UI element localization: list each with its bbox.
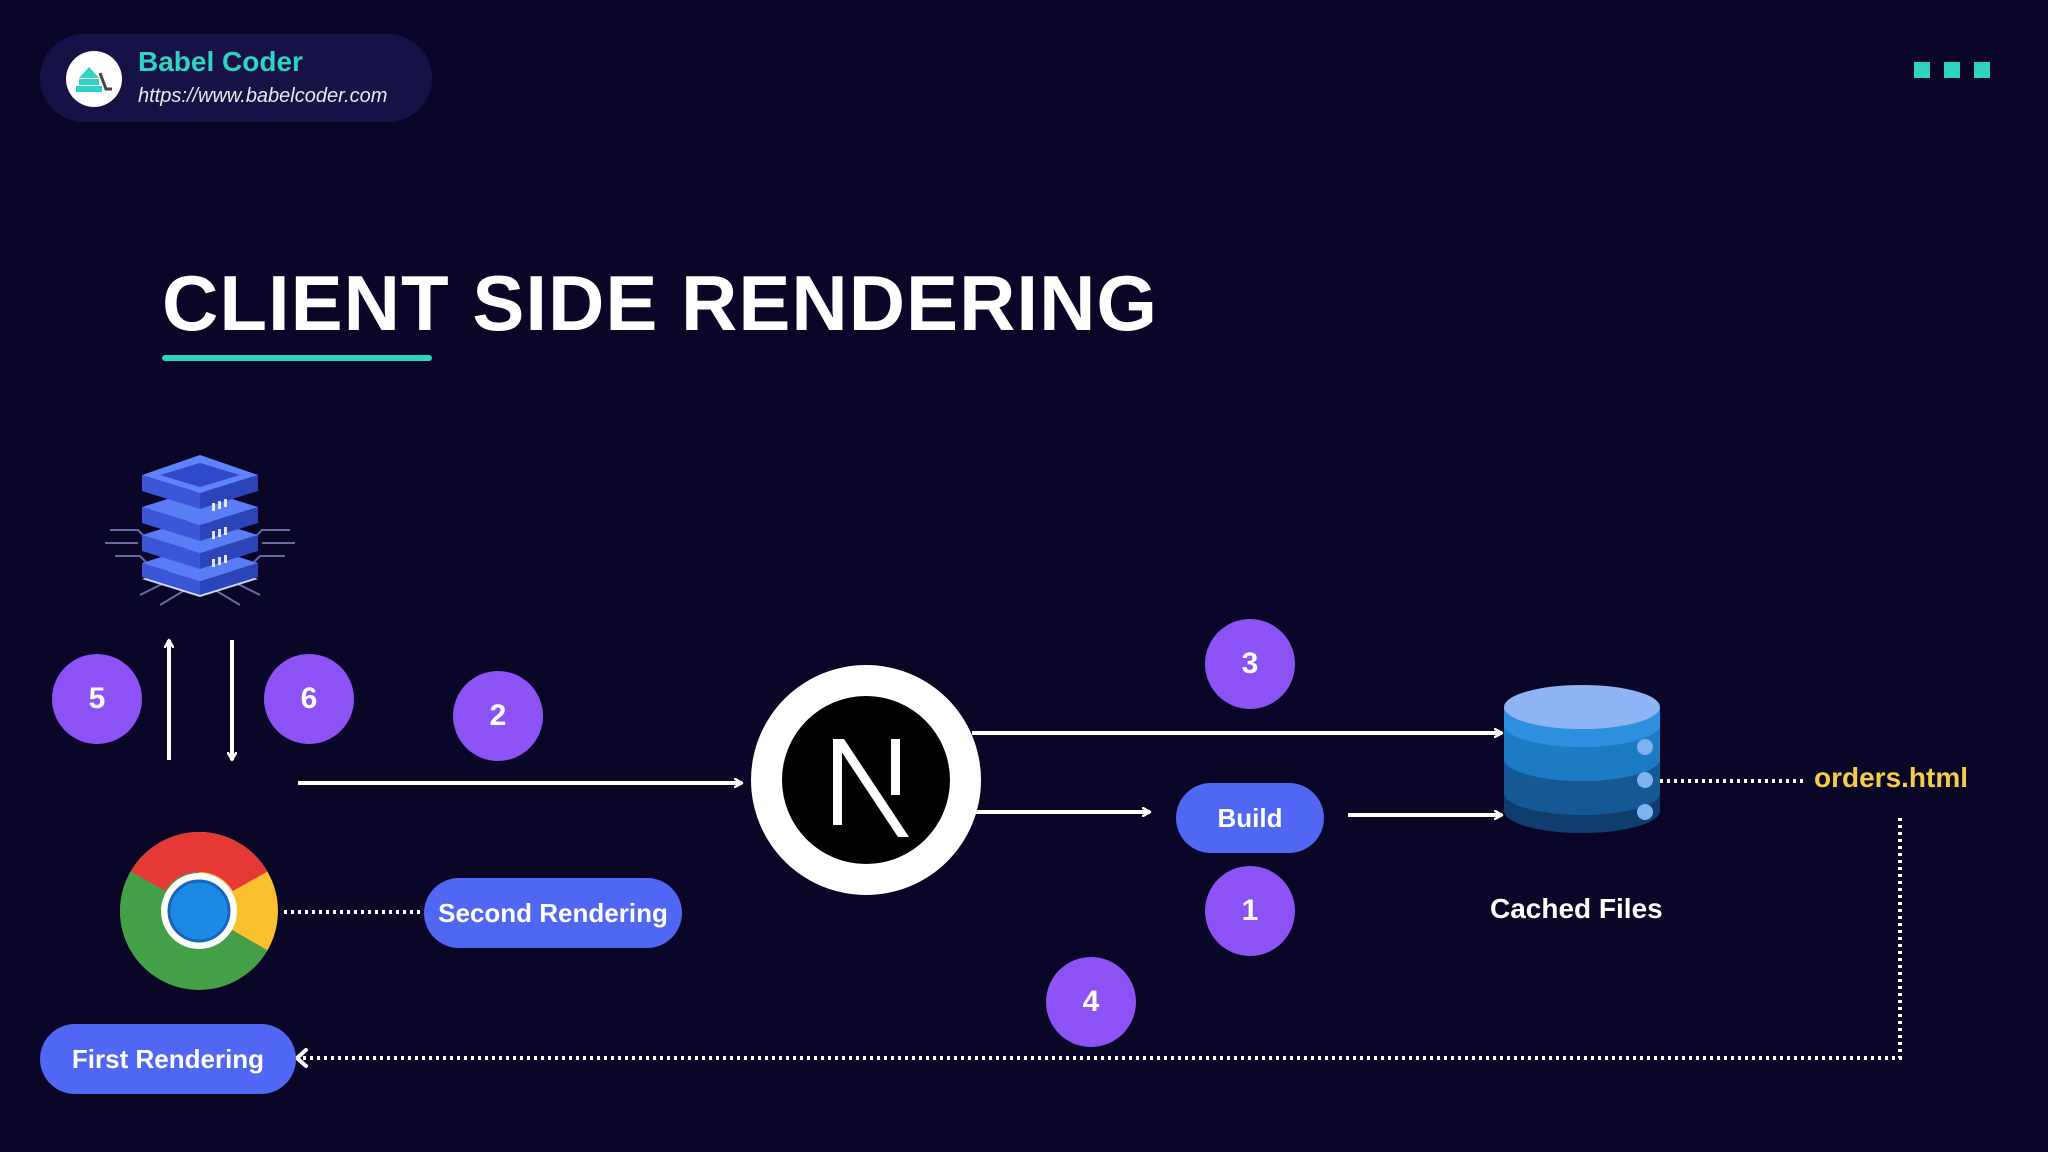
brand-name: Babel Coder [138, 46, 303, 77]
nextjs-logo-icon [751, 665, 981, 895]
step-2-badge: 2 [453, 671, 543, 761]
babel-coder-logo-icon [66, 51, 122, 107]
menu-dots-icon [1914, 62, 1990, 78]
step-5-badge: 5 [52, 654, 142, 744]
dotted-arrow-step-4 [300, 818, 1902, 1060]
first-rendering-pill: First Rendering [40, 1024, 296, 1094]
chrome-browser-icon [118, 830, 280, 992]
server-icon [100, 445, 300, 615]
page-title: CLIENT SIDE RENDERING [162, 259, 1159, 347]
cached-files-label: Cached Files [1490, 893, 1663, 924]
title-underline [162, 355, 432, 361]
build-pill: Build [1176, 783, 1324, 853]
step-3-badge: 3 [1205, 619, 1295, 709]
arrowhead-step-4 [295, 1048, 308, 1068]
database-icon [1502, 683, 1662, 843]
step-1-badge: 1 [1205, 866, 1295, 956]
step-4-badge: 4 [1046, 957, 1136, 1047]
brand-badge[interactable]: Babel Coder https://www.babelcoder.com [40, 34, 432, 122]
brand-url[interactable]: https://www.babelcoder.com [138, 85, 388, 107]
second-rendering-pill: Second Rendering [424, 878, 682, 948]
step-6-badge: 6 [264, 654, 354, 744]
orders-html-label: orders.html [1814, 762, 1969, 793]
